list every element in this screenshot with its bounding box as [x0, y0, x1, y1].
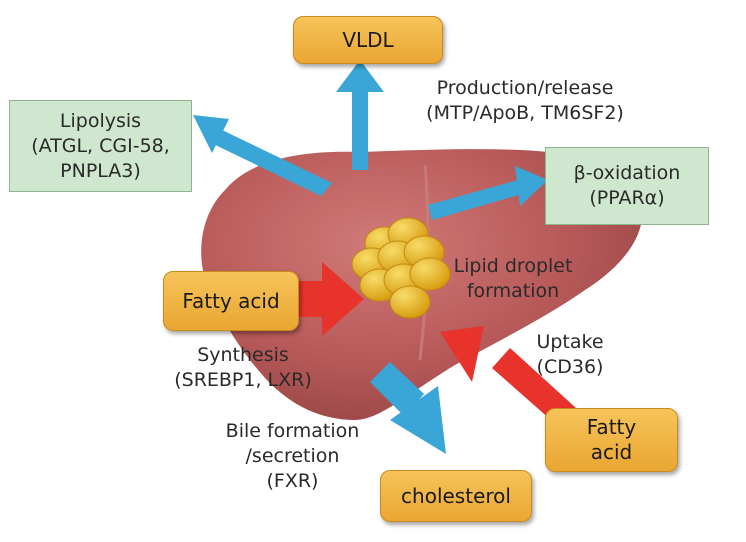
- arrow-to-cholesterol: [370, 362, 446, 454]
- production-release-label: Production/release (MTP/ApoB, TM6SF2): [426, 77, 624, 124]
- uptake-label: Uptake (CD36): [536, 331, 604, 378]
- lipolysis-box: Lipolysis (ATGL, CGI-58, PNPLA3): [9, 100, 192, 192]
- synthesis-label: Synthesis (SREBP1, LXR): [174, 344, 312, 391]
- bile-formation-label: Bile formation /secretion (FXR): [225, 420, 360, 492]
- arrow-to-vldl: [336, 60, 384, 170]
- arrow-to-beta-oxidation: [428, 166, 548, 220]
- lipid-droplet-cluster: [351, 217, 451, 319]
- vldl-box: VLDL: [293, 16, 443, 64]
- cholesterol-box: cholesterol: [380, 470, 532, 522]
- fatty-acid-left-box: Fatty acid: [163, 271, 299, 331]
- lipid-droplet-9: [389, 285, 431, 319]
- arrow-to-lipolysis: [193, 115, 332, 196]
- beta-oxidation-box: β-oxidation (PPARα): [545, 147, 709, 225]
- lipid-droplet-formation-label: Lipid droplet formation: [453, 255, 573, 302]
- lipid-droplet-8: [409, 257, 451, 291]
- fatty-acid-right-box: Fatty acid: [545, 408, 678, 472]
